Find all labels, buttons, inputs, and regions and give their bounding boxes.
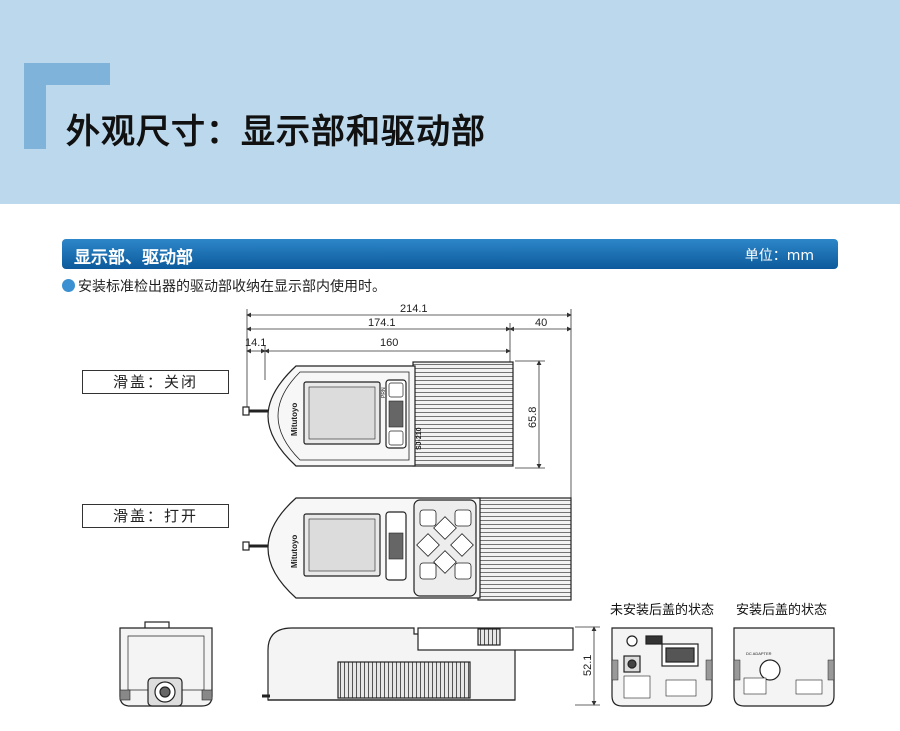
usage-note-text: 安装标准检出器的驱动部收纳在显示部内使用时。 xyxy=(78,279,386,295)
dim-width: 65.8 xyxy=(527,407,539,428)
dim-body-length: 160 xyxy=(380,337,398,349)
slide-open-label: 滑盖：打开 xyxy=(82,504,229,528)
dim-detector-offset: 14.1 xyxy=(245,337,266,349)
page-title: 外观尺寸：显示部和驱动部 xyxy=(66,112,486,152)
section-header-bar: 显示部、驱动部 单位：mm xyxy=(62,239,838,269)
dim-overall-length: 214.1 xyxy=(400,303,428,315)
dimension-lines xyxy=(246,309,600,706)
rear-view-covered-caption: 安装后盖的状态 xyxy=(736,603,828,618)
device-top-view-closed xyxy=(242,361,514,467)
rear-view-uncovered-caption: 未安装后盖的状态 xyxy=(610,603,715,618)
header-band xyxy=(0,0,900,204)
device-top-view-open xyxy=(242,497,572,601)
device-front-view xyxy=(119,621,213,707)
usage-note: 安装标准检出器的驱动部收纳在显示部内使用时。 xyxy=(62,276,386,296)
title-corner-accent-vertical xyxy=(24,63,46,149)
bullet-icon xyxy=(62,279,75,292)
section-title: 显示部、驱动部 xyxy=(74,248,193,268)
drive-unit-housing xyxy=(412,361,514,467)
dc-adapter-label: DC ADAPTER xyxy=(746,651,772,656)
device-side-view xyxy=(262,627,574,701)
unit-label: 单位：mm xyxy=(744,248,814,264)
side-vent xyxy=(337,661,471,699)
slide-closed-label: 滑盖：关闭 xyxy=(82,370,229,394)
dim-drive-extension: 40 xyxy=(535,317,547,329)
drive-unit-extended xyxy=(477,497,572,601)
rear-view-covered xyxy=(733,627,835,707)
dimension-values: 214.1 174.1 40 14.1 160 65.8 52.1 xyxy=(245,303,594,676)
dim-height: 52.1 xyxy=(582,655,594,676)
brand-mark-open: Mitutoyo xyxy=(290,535,299,568)
dim-display-length: 174.1 xyxy=(368,317,396,329)
print-key-label: PRN xyxy=(381,387,387,398)
rear-view-uncovered xyxy=(611,627,713,707)
brand-mark: Mitutoyo xyxy=(290,403,299,436)
dc-jack-hole xyxy=(759,659,781,681)
model-mark: SJ-210 xyxy=(416,427,423,450)
